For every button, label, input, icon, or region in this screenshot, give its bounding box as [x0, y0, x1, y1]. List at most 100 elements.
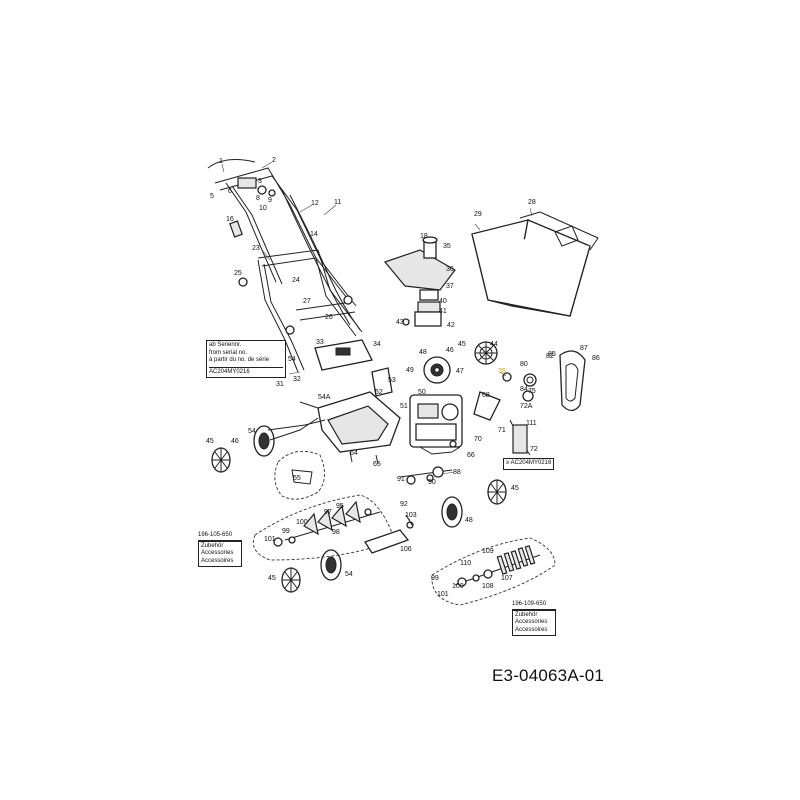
- part-label: 100: [452, 583, 464, 590]
- part-label: 24: [292, 277, 300, 284]
- part-label: 14: [310, 231, 318, 238]
- chute-cover: [383, 236, 456, 327]
- part-label: 26: [325, 314, 333, 321]
- part-label: 48: [419, 349, 427, 356]
- mower-deck: [269, 367, 401, 453]
- part-label: 53: [388, 377, 396, 384]
- part-label: 80: [520, 361, 528, 368]
- part-label: 45: [458, 341, 466, 348]
- part-label: 54A: [318, 394, 331, 401]
- serial-number: AC204MY0216: [209, 366, 283, 377]
- serial-note-box: ab Seriennr. from serial no. à partir du…: [206, 340, 286, 378]
- accessory-box-1: 196-105-650 Zubehör Accessories Accessoi…: [198, 532, 242, 567]
- part-label: 54: [288, 356, 296, 363]
- part-label: 41: [439, 308, 447, 315]
- part-label: 45: [511, 485, 519, 492]
- part-label: 101: [264, 536, 276, 543]
- part-label: 76: [498, 368, 506, 375]
- part-label: 50: [418, 389, 426, 396]
- part-label: 72: [530, 446, 538, 453]
- part-label: 6: [228, 188, 232, 195]
- drive-axle: [267, 419, 453, 485]
- part-label: 45: [206, 438, 214, 445]
- part-label: 42: [447, 322, 455, 329]
- part-label: 1: [219, 158, 223, 165]
- part-label: 110: [460, 560, 471, 567]
- part-label: 64: [350, 450, 358, 457]
- part-label: 101: [437, 591, 449, 598]
- wheel-set: [211, 341, 507, 593]
- part-label: 40: [439, 298, 447, 305]
- part-label: 97: [324, 509, 332, 516]
- part-label: 49: [406, 367, 414, 374]
- accessory-line: Zubehör: [201, 542, 224, 549]
- part-label: 90: [428, 479, 436, 486]
- part-label: 44: [490, 341, 498, 348]
- part-label: 3: [258, 178, 262, 185]
- part-label: 51: [400, 403, 408, 410]
- part-label: 23: [252, 245, 260, 252]
- part-label: 85: [548, 351, 556, 358]
- serial-note-line: from serial no.: [209, 349, 248, 356]
- part-label: 32: [293, 376, 301, 383]
- leader-lines: [221, 161, 533, 521]
- part-label: 98: [332, 529, 340, 536]
- part-label: 52: [375, 389, 383, 396]
- part-label: 71: [498, 427, 506, 434]
- part-label: 46: [446, 347, 454, 354]
- part-label: 99: [282, 528, 290, 535]
- part-label: 92: [400, 501, 408, 508]
- part-numbers: 1 2 3 5 6 8 9 10 11 12 14 16 18 23 24 25…: [206, 157, 600, 598]
- part-label: 10: [259, 205, 267, 212]
- part-label: 12: [311, 200, 319, 207]
- part-label: 100: [296, 519, 308, 526]
- grass-catcher: [471, 211, 599, 317]
- catcher-flap-33: [314, 339, 373, 371]
- part-label: 27: [303, 298, 311, 305]
- engine: [409, 394, 463, 455]
- side-serial: ≥ AC204MY0216: [506, 460, 552, 466]
- part-label: 47: [456, 368, 464, 375]
- part-label: 99: [431, 575, 439, 582]
- part-label: 106: [400, 546, 412, 553]
- part-label: 103: [405, 512, 417, 519]
- part-label: 46: [231, 438, 239, 445]
- part-label: 5: [210, 193, 214, 200]
- part-label: 16: [226, 216, 234, 223]
- scarifier-shaft-2: [431, 537, 556, 606]
- part-label: 70: [474, 436, 482, 443]
- document-code: E3-04063A-01: [492, 666, 605, 685]
- part-label: 29: [474, 211, 482, 218]
- part-label: 75: [528, 388, 536, 395]
- part-label: 91: [397, 476, 405, 483]
- part-label: 86: [592, 355, 600, 362]
- part-label: 34: [373, 341, 381, 348]
- part-label: 18: [420, 233, 428, 240]
- accessory-line: Accessories: [515, 619, 548, 625]
- part-label: 8: [256, 195, 260, 202]
- part-label: 36: [446, 266, 454, 273]
- part-label: 72A: [520, 403, 533, 410]
- part-label: 109: [482, 548, 494, 555]
- part-label: 54: [345, 571, 353, 578]
- part-label: 11: [334, 199, 341, 206]
- accessory-line: Accessoires: [201, 557, 234, 564]
- part-label: 55: [293, 475, 301, 482]
- part-label: 65: [373, 461, 381, 468]
- accessory-part-no: 196-105-650: [198, 532, 242, 541]
- lower-handle: [229, 220, 363, 373]
- serial-note-line: à partir du no. de série: [209, 357, 270, 363]
- part-label: 37: [446, 283, 454, 290]
- part-label: 108: [482, 583, 494, 590]
- accessory-line: Accessoires: [515, 626, 548, 633]
- part-label: 48: [465, 517, 473, 524]
- part-label: 88: [453, 469, 461, 476]
- part-label: 87: [580, 345, 588, 352]
- accessory-part-no: 196-109-650: [512, 601, 556, 610]
- part-label: 31: [276, 381, 284, 388]
- part-label: 33: [316, 339, 324, 346]
- part-label: 82: [546, 353, 554, 360]
- serial-note-line: ab Seriennr.: [209, 342, 242, 348]
- part-label: 66: [467, 452, 475, 459]
